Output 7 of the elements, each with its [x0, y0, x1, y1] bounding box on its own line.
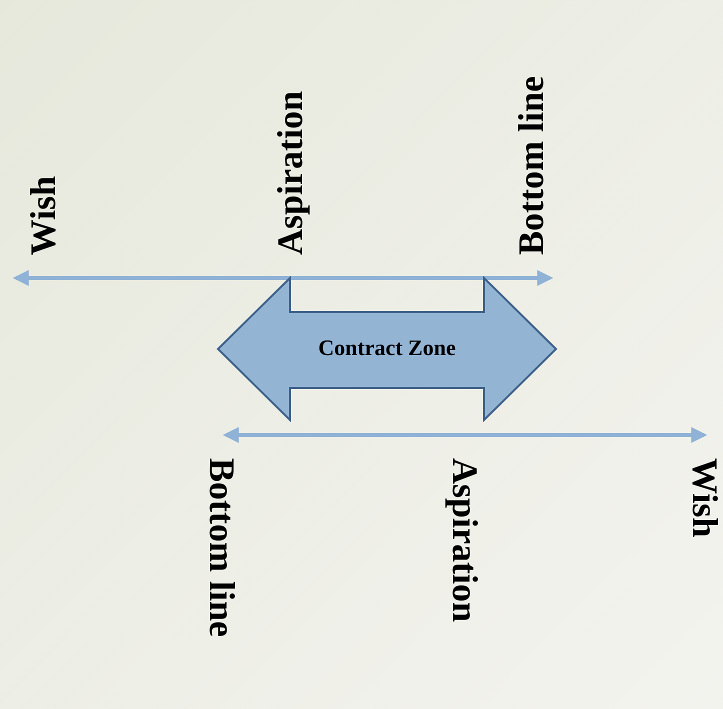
scale-label: Bottom line — [203, 458, 241, 637]
scale-label: Aspiration — [446, 458, 484, 622]
scale-label: Aspiration — [271, 90, 309, 255]
zone-label: Contract Zone — [317, 334, 457, 362]
scale-label: Wish — [686, 458, 723, 538]
scale-label: Bottom line — [512, 76, 550, 255]
scale-label: Wish — [24, 176, 62, 255]
